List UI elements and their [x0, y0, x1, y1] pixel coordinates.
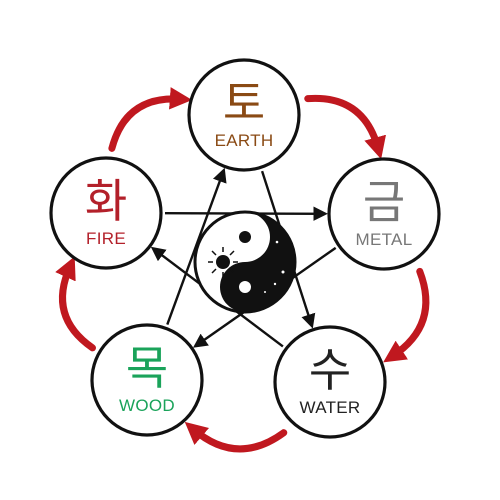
element-glyph: 수 — [309, 343, 351, 397]
yin-yang-sun-moon-icon — [193, 210, 297, 314]
element-circle — [327, 157, 441, 271]
controlling-arrow-wood-earth — [166, 167, 227, 326]
element-circle — [90, 323, 204, 437]
element-circle — [49, 156, 163, 270]
generating-arrow-metal-water — [383, 267, 430, 363]
element-glyph: 토 — [223, 76, 265, 130]
generating-arrow-wood-fire — [55, 256, 97, 352]
element-circle — [187, 58, 301, 172]
element-label: WOOD — [119, 396, 175, 415]
element-glyph: 금 — [363, 175, 405, 229]
element-label: METAL — [356, 230, 413, 249]
element-glyph: 화 — [85, 174, 127, 228]
generating-arrow-earth-metal — [304, 94, 386, 160]
element-circle — [273, 325, 387, 439]
generating-arrow-fire-earth — [108, 87, 193, 152]
element-label: EARTH — [215, 131, 274, 150]
generating-arrow-water-wood — [184, 421, 288, 453]
sun-icon — [208, 247, 238, 277]
generating-cycle — [55, 87, 430, 453]
element-glyph: 목 — [126, 341, 168, 395]
star-icons — [256, 230, 285, 293]
element-label: FIRE — [86, 229, 126, 248]
element-label: WATER — [300, 398, 361, 417]
